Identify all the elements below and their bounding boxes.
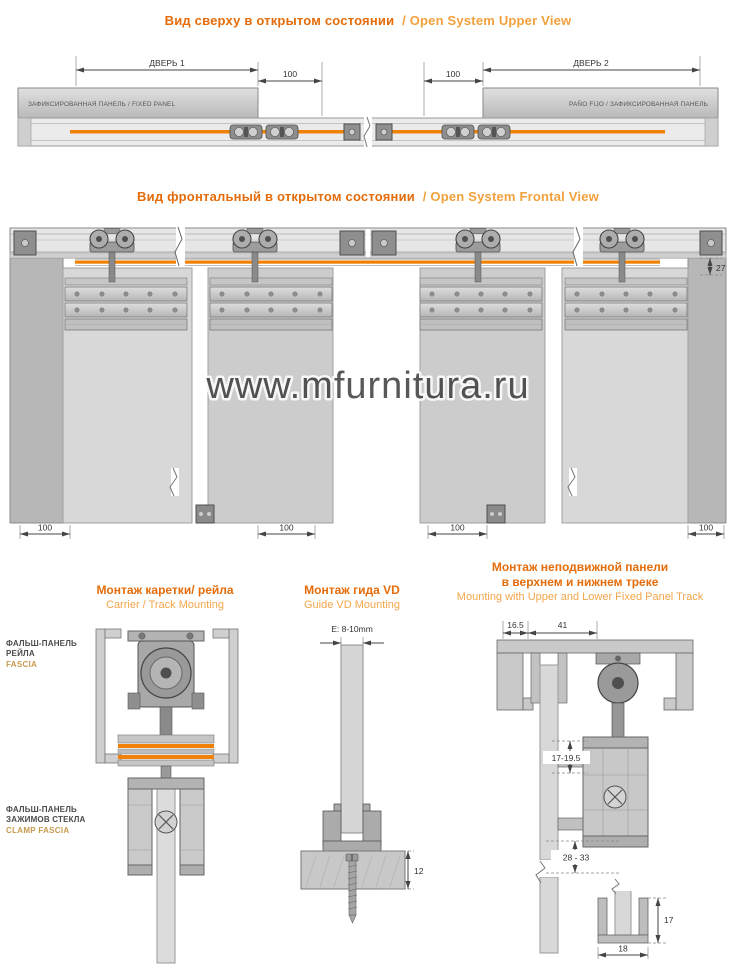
overlap-dim-label: 100 <box>279 523 293 533</box>
dim-28-33-label: 28 - 33 <box>563 853 590 863</box>
overlap-dim-label: 100 <box>450 523 464 533</box>
clamp-fascia-label-ru2: ЗАЖИМОВ СТЕКЛА <box>6 815 86 824</box>
fixed-panel-left-label: ЗАФИКСИРОВАННАЯ ПАНЕЛЬ / FIXED PANEL <box>28 101 175 108</box>
glass-stub <box>614 886 632 936</box>
clamp-fascia-label: ФАЛЬШ-ПАНЕЛЬ ЗАЖИМОВ СТЕКЛА CLAMP FASCIA <box>6 805 86 836</box>
dim-17-label: 17 <box>664 915 674 925</box>
carrier-cross-section <box>127 630 205 736</box>
overlap-right-dim-label: 100 <box>446 69 460 79</box>
rail-orange-line <box>75 258 660 266</box>
rail-cross-section <box>117 734 215 779</box>
dim-27-label: 27 <box>716 263 726 273</box>
fixed-panel-detail-title-ru2: в верхнем и нижнем треке <box>501 575 659 589</box>
rail-orange-left <box>70 130 350 134</box>
fixed-panel-clamp <box>557 736 649 848</box>
overlap-left-dim-label: 100 <box>283 69 297 79</box>
guide-detail-title-ru: Монтаж гида VD <box>304 583 400 597</box>
fascia-label-ru2: РЕЙЛА <box>6 649 35 658</box>
overlap-dims <box>19 525 725 539</box>
dim-18-label: 18 <box>618 944 628 954</box>
fixed-glass-left <box>9 257 64 524</box>
dim-17-19-5-label: 17-19.5 <box>552 753 581 763</box>
glass-inset-dim: 17-19.5 <box>543 740 590 774</box>
carrier-detail-title-ru: Монтаж каретки/ рейла <box>96 583 234 597</box>
glass-stub-break <box>611 878 635 895</box>
guide-detail-drawing: E: 8-10mm <box>300 624 424 924</box>
upper-view-title-en: / Open System Upper View <box>402 13 572 28</box>
dim-41-label: 41 <box>558 620 568 630</box>
fixed-panel-detail-title-en: Mounting with Upper and Lower Fixed Pane… <box>456 591 704 603</box>
glass-break-mark <box>535 860 562 884</box>
upper-dim-lines <box>76 67 700 84</box>
upper-view-title-ru: Вид сверху в открытом состоянии <box>164 13 395 28</box>
fixed-panel-right <box>482 87 719 119</box>
bottom-track-height-dim: 17 <box>648 897 674 944</box>
door2-dim-label: ДВЕРЬ 2 <box>573 58 609 68</box>
clamp-fascia-label-ru1: ФАЛЬШ-ПАНЕЛЬ <box>6 805 77 814</box>
frontal-view-title-en: / Open System Frontal View <box>422 189 599 204</box>
carrier-detail-title-en: Carrier / Track Mounting <box>106 599 224 611</box>
floor-guides <box>195 504 506 524</box>
upper-view-drawing: ДВЕРЬ 1 100 100 ДВЕРЬ 2 ЗАФИКСИРОВАННАЯ … <box>17 56 719 148</box>
upper-track-profile <box>496 639 694 738</box>
fixed-panel-detail-title: Монтаж неподвижной панели в верхнем и ни… <box>420 560 736 604</box>
carriage-top-view <box>265 124 299 140</box>
dim-12-label: 12 <box>414 866 424 876</box>
top-dim-ticks <box>502 621 598 639</box>
upper-view-title: Вид сверху в открытом состоянии / Open S… <box>0 13 736 28</box>
rail-orange-right <box>386 130 665 134</box>
bottom-track-width-dim: 18 <box>597 944 649 959</box>
track-break-marks <box>174 226 583 267</box>
fixed-glass-right <box>687 257 727 524</box>
glass-clamp-cross-section <box>127 777 205 964</box>
carriage-top-view <box>441 124 475 140</box>
glass-edge <box>340 644 364 834</box>
watermark: www.mfurnitura.ru <box>205 365 529 407</box>
bottom-track-profile <box>597 878 649 944</box>
frontal-view-drawing: 27 100 100 100 100 www.mfurnitura.ru <box>9 226 727 539</box>
fascia-label: ФАЛЬШ-ПАНЕЛЬ РЕЙЛА FASCIA <box>6 639 77 670</box>
bottom-gap-dim: 28 - 33 <box>546 840 620 874</box>
overlap-dim-label: 100 <box>699 523 713 533</box>
guide-height-dim: 12 <box>383 850 424 890</box>
clamp-fascia-label-en: CLAMP FASCIA <box>6 826 70 835</box>
glass-break-marks <box>169 467 577 497</box>
upper-track-break-mark <box>363 116 372 148</box>
carriage-top-view <box>229 124 263 140</box>
fixed-panel-right-label: PAÑO FIJO / ЗАФИКСИРОВАННАЯ ПАНЕЛЬ <box>569 99 708 108</box>
frontal-view-title: Вид фронтальный в открытом состоянии / O… <box>0 189 736 204</box>
upper-extension-lines <box>75 56 701 116</box>
fascia-label-ru1: ФАЛЬШ-ПАНЕЛЬ <box>6 639 77 648</box>
carrier-detail-title: Монтаж каретки/ рейла Carrier / Track Mo… <box>45 583 285 612</box>
overlap-dim-label: 100 <box>38 523 52 533</box>
frontal-view-title-ru: Вид фронтальный в открытом состоянии <box>137 189 415 204</box>
fascia-profiles <box>95 628 239 764</box>
track-stops <box>13 229 723 257</box>
screw <box>345 853 359 924</box>
guide-detail-title: Монтаж гида VD Guide VD Mounting <box>272 583 432 612</box>
fixed-panel-detail-title-ru1: Монтаж неподвижной панели <box>491 560 669 574</box>
guide-vd-body <box>322 803 382 852</box>
fascia-label-en: FASCIA <box>6 660 38 669</box>
door1-dim-label: ДВЕРЬ 1 <box>149 58 185 68</box>
upper-center-stops <box>343 123 393 141</box>
dim-16-5-label: 16.5 <box>507 620 524 630</box>
glass-gap-dim-label: E: 8-10mm <box>331 624 373 634</box>
glass-panels <box>9 257 727 524</box>
carriage-top-view <box>477 124 511 140</box>
detail-drawings: E: 8-10mm <box>95 620 694 964</box>
track-to-glass-dim: 27 <box>700 257 726 276</box>
fixed-panel-detail-drawing: 16.5 41 <box>496 620 694 959</box>
carrier-detail-drawing <box>95 628 239 964</box>
fixed-panel-left <box>17 87 259 119</box>
fixed-glass-strip-lower <box>539 876 559 954</box>
guide-detail-title-en: Guide VD Mounting <box>304 599 400 611</box>
